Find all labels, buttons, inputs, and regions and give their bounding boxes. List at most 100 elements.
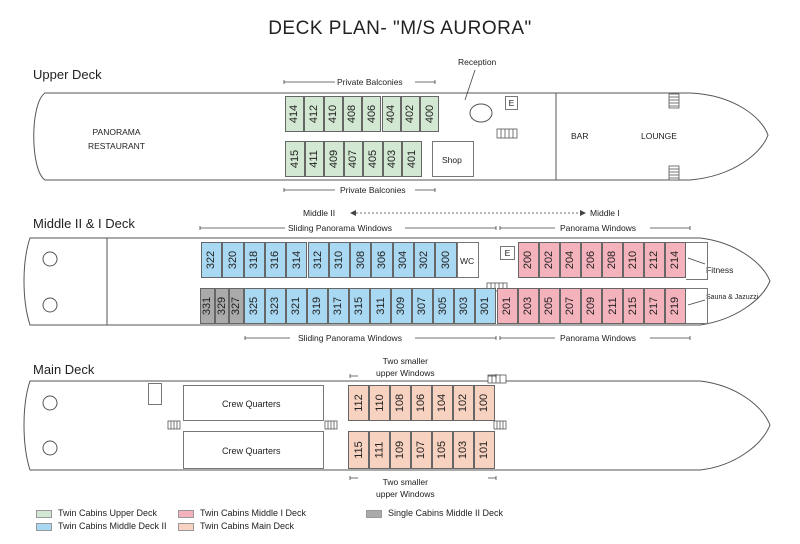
cabin-number: 112 (352, 394, 365, 412)
cabin-number: 323 (269, 296, 282, 316)
cabin-318: 318 (243, 242, 265, 278)
cabin-number: 103 (457, 440, 470, 460)
cabin-number: 412 (307, 104, 320, 124)
sliding-windows-top-label: Sliding Panorama Windows (288, 223, 392, 233)
cabin-number: 211 (606, 297, 619, 315)
cabin-number: 100 (478, 393, 491, 413)
cabin-320: 320 (222, 242, 244, 278)
cabin-number: 104 (436, 393, 449, 413)
cabin-number: 403 (386, 149, 399, 169)
cabin-number: 314 (290, 250, 303, 270)
cabin-214: 214 (665, 242, 686, 278)
cabin-325: 325 (244, 288, 265, 324)
middle-hull (23, 237, 771, 326)
cabin-100: 100 (474, 385, 495, 421)
cabin-316: 316 (264, 242, 287, 278)
shop-label: Shop (442, 155, 462, 165)
cabin-104: 104 (432, 385, 453, 421)
cabin-number: 102 (457, 393, 470, 413)
middle2-label: Middle II (303, 208, 336, 218)
wc-room: WC (457, 242, 479, 278)
cabin-108: 108 (390, 385, 411, 421)
cabin-number: 316 (269, 250, 282, 270)
main-deck-title: Main Deck (33, 362, 95, 377)
shop-room: Shop (432, 141, 474, 177)
cabin-number: 206 (585, 250, 598, 270)
cabin-number: 318 (248, 250, 261, 270)
wc-label: WC (460, 256, 475, 266)
cabin-number: 319 (311, 296, 324, 316)
cabin-number: 327 (230, 296, 243, 316)
cabin-number: 101 (478, 440, 491, 460)
cabin-number: 209 (585, 296, 598, 316)
cabin-217: 217 (644, 288, 665, 324)
cabin-number: 108 (394, 393, 407, 413)
cabin-number: 407 (347, 149, 360, 169)
cabin-322: 322 (201, 242, 223, 278)
cabin-number: 409 (327, 149, 340, 169)
legend-swatch-upper (36, 510, 52, 518)
reception-label: Reception (458, 57, 497, 67)
windows-top-label: Two smaller upper Windows (376, 356, 435, 378)
cabin-301: 301 (475, 288, 496, 324)
cabin-106: 106 (411, 385, 432, 421)
upper-elevator-label: E (508, 98, 515, 108)
cabin-304: 304 (392, 242, 414, 278)
cabin-409: 409 (324, 141, 344, 177)
cabin-300: 300 (435, 242, 457, 278)
cabin-319: 319 (307, 288, 328, 324)
cabin-number: 115 (352, 441, 365, 459)
cabin-411: 411 (304, 141, 324, 177)
cabin-111: 111 (369, 431, 390, 469)
cabin-203: 203 (518, 288, 539, 324)
cabin-number: 306 (376, 250, 389, 270)
cabin-302: 302 (414, 242, 436, 278)
cabin-405: 405 (363, 141, 383, 177)
cabin-number: 205 (543, 296, 556, 316)
cabin-309: 309 (391, 288, 412, 324)
cabin-number: 321 (290, 296, 303, 316)
cabin-number: 401 (405, 149, 418, 169)
upper-deck-title: Upper Deck (33, 67, 102, 82)
cabin-number: 303 (458, 296, 471, 316)
cabin-410: 410 (323, 96, 343, 132)
cabin-109: 109 (390, 431, 411, 469)
cabin-329: 329 (214, 288, 229, 324)
cabin-308: 308 (350, 242, 372, 278)
cabin-312: 312 (307, 242, 329, 278)
cabin-107: 107 (411, 431, 432, 469)
cabin-200: 200 (518, 242, 539, 278)
cabin-112: 112 (348, 385, 369, 421)
sauna-room (686, 288, 708, 324)
cabin-211: 211 (602, 288, 623, 324)
cabin-204: 204 (560, 242, 581, 278)
cabin-102: 102 (453, 385, 474, 421)
cabin-305: 305 (433, 288, 454, 324)
cabin-number: 308 (354, 250, 367, 270)
cabin-number: 203 (522, 296, 535, 316)
cabin-327: 327 (229, 288, 244, 324)
cabin-215: 215 (623, 288, 644, 324)
cabin-number: 301 (479, 296, 492, 316)
cabin-number: 315 (353, 296, 366, 316)
cabin-number: 217 (648, 296, 661, 316)
windows-bottom-label: Two smaller upper Windows (376, 477, 435, 499)
cabin-number: 212 (648, 250, 661, 270)
cabin-number: 201 (501, 296, 514, 316)
legend-swatch-single (366, 510, 382, 518)
panorama-windows-bottom-label: Panorama Windows (560, 333, 637, 343)
legend-middle1: Twin Cabins Middle I Deck (200, 508, 307, 518)
cabin-number: 111 (373, 441, 386, 459)
middle-elevator-label: E (504, 248, 511, 258)
cabin-323: 323 (265, 288, 286, 324)
cabin-205: 205 (539, 288, 560, 324)
cabin-number: 405 (366, 149, 379, 169)
cabin-408: 408 (342, 96, 363, 132)
cabin-number: 200 (522, 250, 535, 270)
cabin-103: 103 (453, 431, 474, 469)
cabin-number: 307 (416, 296, 429, 316)
cabin-number: 400 (423, 104, 436, 124)
cabin-number: 210 (627, 250, 640, 270)
middle-elevator: E (500, 246, 515, 260)
